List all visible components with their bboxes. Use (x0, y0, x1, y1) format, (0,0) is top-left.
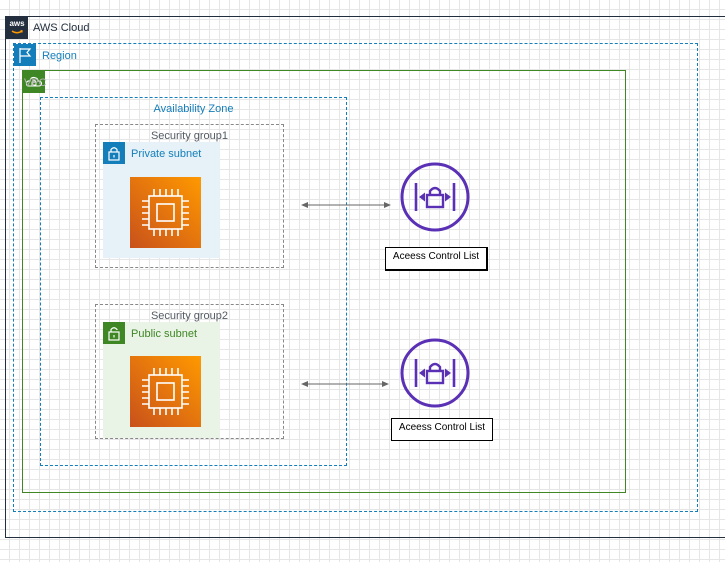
aws-logo-text: aws (9, 19, 25, 28)
connector-arrow-2[interactable] (301, 381, 389, 387)
network-acl-icon[interactable] (399, 337, 471, 409)
network-acl-icon[interactable] (399, 161, 471, 233)
acl-label: Aceess Control List (391, 418, 493, 441)
acl-label: Aceess Control List (385, 247, 488, 271)
security-group-1[interactable]: Security group1 (95, 124, 284, 268)
security-group-1-label: Security group1 (150, 130, 229, 142)
aws-cloud-group[interactable]: aws AWS Cloud (5, 16, 725, 538)
availability-zone-group[interactable]: Availability Zone (40, 97, 347, 466)
availability-zone-label: Availability Zone (153, 103, 234, 115)
ec2-instance-icon[interactable] (130, 356, 201, 427)
region-group[interactable]: Region (13, 43, 698, 512)
flag-icon (14, 44, 36, 66)
public-subnet-label: Public subnet (131, 328, 198, 340)
region-label: Region (42, 50, 77, 62)
private-subnet-label: Private subnet (131, 148, 202, 160)
unlock-icon (103, 322, 125, 344)
security-group-2-label: Security group2 (150, 310, 229, 322)
cloud-lock-icon (23, 71, 45, 93)
aws-logo-icon: aws (6, 17, 28, 39)
connector-arrow-1[interactable] (301, 202, 391, 208)
vpc-group[interactable]: VPC (22, 70, 626, 493)
vpc-label: VPC (24, 77, 47, 89)
security-group-2[interactable]: Security group2 (95, 304, 284, 439)
ec2-instance-icon[interactable] (130, 177, 201, 248)
lock-icon (103, 142, 125, 164)
cloud-label: AWS Cloud (33, 22, 90, 34)
